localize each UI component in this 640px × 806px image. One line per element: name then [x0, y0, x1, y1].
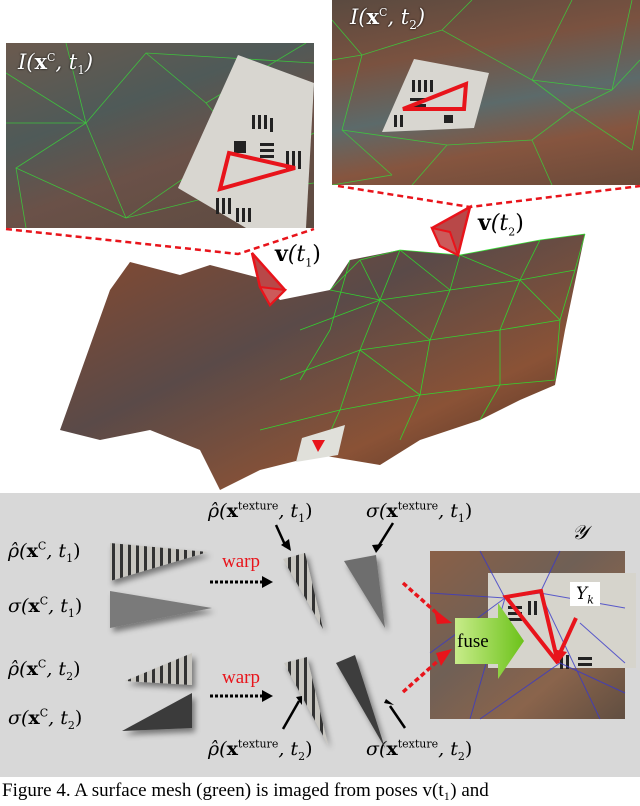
- label-rho-texture-t1: ρ̂(xtexture, t1): [208, 499, 313, 525]
- label-pointer-arrows: [274, 522, 407, 730]
- panel-graphics: [110, 522, 636, 748]
- triangle-sigma-c-t1: [110, 591, 212, 628]
- triangle-sigma-c-t2: [122, 693, 192, 731]
- mesh-overlay-t2: [332, 0, 640, 185]
- triangle-rho-tex-t1: [283, 553, 323, 629]
- figure-caption: Figure 4. A surface mesh (green) is imag…: [2, 780, 489, 801]
- fused-highlight-triangle: [502, 588, 560, 665]
- image-t1-label: I(xC, t1): [18, 49, 94, 78]
- output-symbol: 𝒴: [572, 520, 588, 544]
- triangle-rho-tex-t2: [284, 657, 328, 745]
- fuse-input-arrows: [401, 581, 442, 694]
- label-rho-c-t2: ρ̂(xC, t2): [8, 657, 81, 683]
- camera-t2-label: v(t2): [478, 210, 524, 239]
- resolution-chart-t2: [382, 59, 489, 132]
- image-t2-label: I(xC, t2): [350, 4, 426, 33]
- label-sigma-texture-t2: σ(xtexture, t2): [366, 737, 473, 763]
- triangle-rho-c-t2: [125, 653, 192, 685]
- triangle-rho-c-t1: [110, 543, 208, 581]
- warp-label-t2: warp: [222, 667, 260, 688]
- fuse-arrow: [455, 603, 524, 679]
- triangle-sigma-tex-t2: [336, 655, 385, 748]
- yk-label: Yk: [570, 582, 600, 606]
- warp-label-t1: warp: [222, 551, 260, 572]
- highlight-triangle-t1: [217, 150, 296, 192]
- surface-mesh-scene: [5, 184, 640, 490]
- camera-t1-label: v(t1): [275, 241, 321, 270]
- label-rho-texture-t2: ρ̂(xtexture, t2): [208, 737, 313, 763]
- label-sigma-texture-t1: σ(xtexture, t1): [366, 499, 473, 525]
- camera-t1-icon: [250, 252, 288, 308]
- triangle-sigma-tex-t1: [344, 555, 385, 628]
- highlight-triangle-t2: [402, 80, 469, 111]
- rock-surface: [60, 234, 585, 490]
- label-sigma-c-t1: σ(xC, t1): [8, 594, 83, 620]
- camera-t2-icon: [430, 204, 472, 257]
- label-rho-c-t1: ρ̂(xC, t1): [8, 539, 81, 565]
- image-t2: I(xC, t2): [332, 0, 640, 185]
- fuse-label: fuse: [457, 631, 489, 652]
- green-wireframe: [259, 233, 586, 456]
- label-sigma-c-t2: σ(xC, t2): [8, 706, 83, 732]
- image-t1: I(xC, t1): [6, 43, 314, 228]
- resolution-chart-t1: [178, 55, 314, 228]
